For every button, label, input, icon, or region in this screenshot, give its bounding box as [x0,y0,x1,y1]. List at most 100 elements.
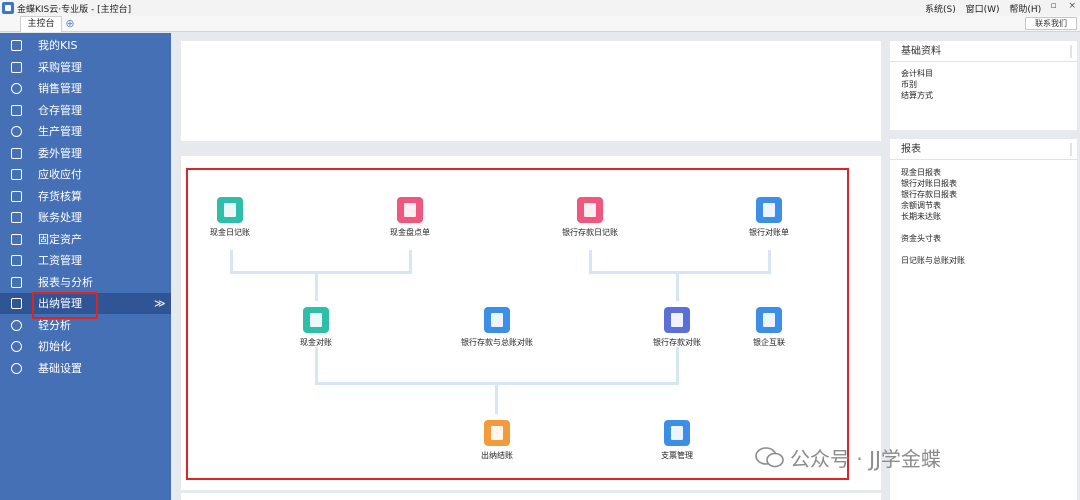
link-journal-ledger[interactable]: 日记账与总账对账 [901,256,965,265]
flow-connector [315,382,679,385]
check-manage-icon [664,420,690,446]
link-currency[interactable]: 币别 [901,80,917,89]
warehouse-icon [11,105,22,116]
cash-reconcile-icon [303,307,329,333]
link-bank-deposit-daily[interactable]: 银行存款日报表 [901,190,957,199]
close-icon[interactable]: × [1068,1,1076,11]
reports-header: 报表 [890,139,1077,160]
cash-journal-icon [217,197,243,223]
flow-connector [409,250,412,272]
menu-system[interactable]: 系统(S) [925,5,956,15]
flow-node-bank-reconcile[interactable]: 银行存款对账 [617,307,737,348]
init-icon [11,341,22,352]
window-title: 金蝶KIS云·专业版 - [主控台] [17,5,132,15]
link-bank-recon-daily[interactable]: 银行对账日报表 [901,179,957,188]
basic-data-panel: 基础资料 会计科目 币别 结算方式 [890,41,1077,130]
menu-bar: 系统(S) 窗口(W) 帮助(H) [925,2,1048,15]
flow-node-bank-statement[interactable]: 银行对账单 [709,197,829,238]
flow-node-bank-link[interactable]: 银企互联 [709,307,829,348]
report-icon [11,277,22,288]
link-long-outstanding[interactable]: 长期未达账 [901,212,941,221]
sidebar-item-receivable[interactable]: 应收应付 [0,164,171,185]
sidebar: 我的KIS 采购管理 销售管理 仓存管理 生产管理 委外管理 应收应付 存货核算… [0,33,171,500]
flow-node-check-manage[interactable]: 支票管理 [617,420,737,461]
flow-connector [676,347,679,384]
flow-node-cashier-close[interactable]: 出纳结账 [437,420,557,461]
sidebar-item-init[interactable]: 初始化 [0,336,171,357]
flow-node-bank-ledger[interactable]: 银行存款与总账对账 [437,307,557,348]
sidebar-item-payroll[interactable]: 工资管理 [0,250,171,271]
sidebar-item-production[interactable]: 生产管理 [0,121,171,142]
assets-icon [11,234,22,245]
app-logo-icon [2,2,14,14]
window-controls: – ▫ × [1025,1,1076,11]
link-accounts[interactable]: 会计科目 [901,69,933,78]
sidebar-item-warehouse[interactable]: 仓存管理 [0,100,171,121]
sidebar-item-my-kis[interactable]: 我的KIS [0,35,171,56]
monitor-icon [11,40,22,51]
flow-connector [230,250,233,272]
header-bar [1070,143,1072,156]
bank-statement-icon [756,197,782,223]
link-settlement[interactable]: 结算方式 [901,91,933,100]
sidebar-item-outsource[interactable]: 委外管理 [0,143,171,164]
flow-node-bank-journal[interactable]: 银行存款日记账 [530,197,650,238]
bank-reconcile-icon [664,307,690,333]
sidebar-item-sales[interactable]: 销售管理 [0,78,171,99]
production-icon [11,126,22,137]
sidebar-item-inventory[interactable]: 存货核算 [0,186,171,207]
menu-help[interactable]: 帮助(H) [1009,5,1042,15]
minimize-icon[interactable]: – [1034,1,1039,11]
reports-panel: 报表 现金日报表 银行对账日报表 银行存款日报表 余额调节表 长期未达账 资金头… [890,139,1077,500]
analysis-icon [11,320,22,331]
flow-node-cash-journal[interactable]: 现金日记账 [170,197,290,238]
sidebar-item-report[interactable]: 报表与分析 [0,272,171,293]
top-panel [181,41,881,141]
settings-icon [11,363,22,374]
flow-connector [589,250,592,272]
payroll-icon [11,255,22,266]
sales-icon [11,83,22,94]
basic-data-header: 基础资料 [890,41,1077,62]
tab-bar: 主控台 ⊕ 联系我们 [0,16,1080,32]
link-fund-position[interactable]: 资金头寸表 [901,234,941,243]
sidebar-item-settings[interactable]: 基础设置 [0,358,171,379]
purchase-icon [11,62,22,73]
flow-connector [589,271,771,274]
sidebar-item-purchase[interactable]: 采购管理 [0,57,171,78]
receivable-icon [11,169,22,180]
inventory-icon [11,191,22,202]
accounting-icon [11,212,22,223]
expand-chevron-icon[interactable]: ≫ [154,297,166,310]
wechat-icon [755,447,784,468]
cash-count-icon [397,197,423,223]
contact-us-button[interactable]: 联系我们 [1025,17,1077,30]
flow-connector [495,384,498,414]
cashier-close-icon [484,420,510,446]
annotation-highlight-box [32,292,98,319]
flow-connector [230,271,412,274]
flow-connector [315,273,318,301]
flow-node-cash-count[interactable]: 现金盘点单 [350,197,470,238]
watermark-text: 公众号 · JJ学金蝶 [790,447,941,471]
sidebar-item-assets[interactable]: 固定资产 [0,229,171,250]
flow-node-cash-reconcile[interactable]: 现金对账 [256,307,376,348]
restore-icon[interactable]: ▫ [1050,1,1057,11]
link-balance-adjust[interactable]: 余额调节表 [901,201,941,210]
flow-connector [768,250,771,272]
sidebar-item-analysis[interactable]: 轻分析 [0,315,171,336]
title-bar: 金蝶KIS云·专业版 - [主控台] 系统(S) 窗口(W) 帮助(H) – ▫… [0,0,1080,16]
add-tab-icon[interactable]: ⊕ [65,17,75,30]
bank-ledger-icon [484,307,510,333]
sidebar-item-cashier[interactable]: 出纳管理≫ [0,293,171,314]
flow-connector [315,347,318,384]
bank-link-icon [756,307,782,333]
outsource-icon [11,148,22,159]
link-cash-daily[interactable]: 现金日报表 [901,168,941,177]
bottom-panel [181,493,881,500]
sidebar-item-accounting[interactable]: 账务处理 [0,207,171,228]
tab-main-console[interactable]: 主控台 [20,16,62,32]
annotation-flow-box [186,168,849,480]
menu-window[interactable]: 窗口(W) [965,5,1000,15]
